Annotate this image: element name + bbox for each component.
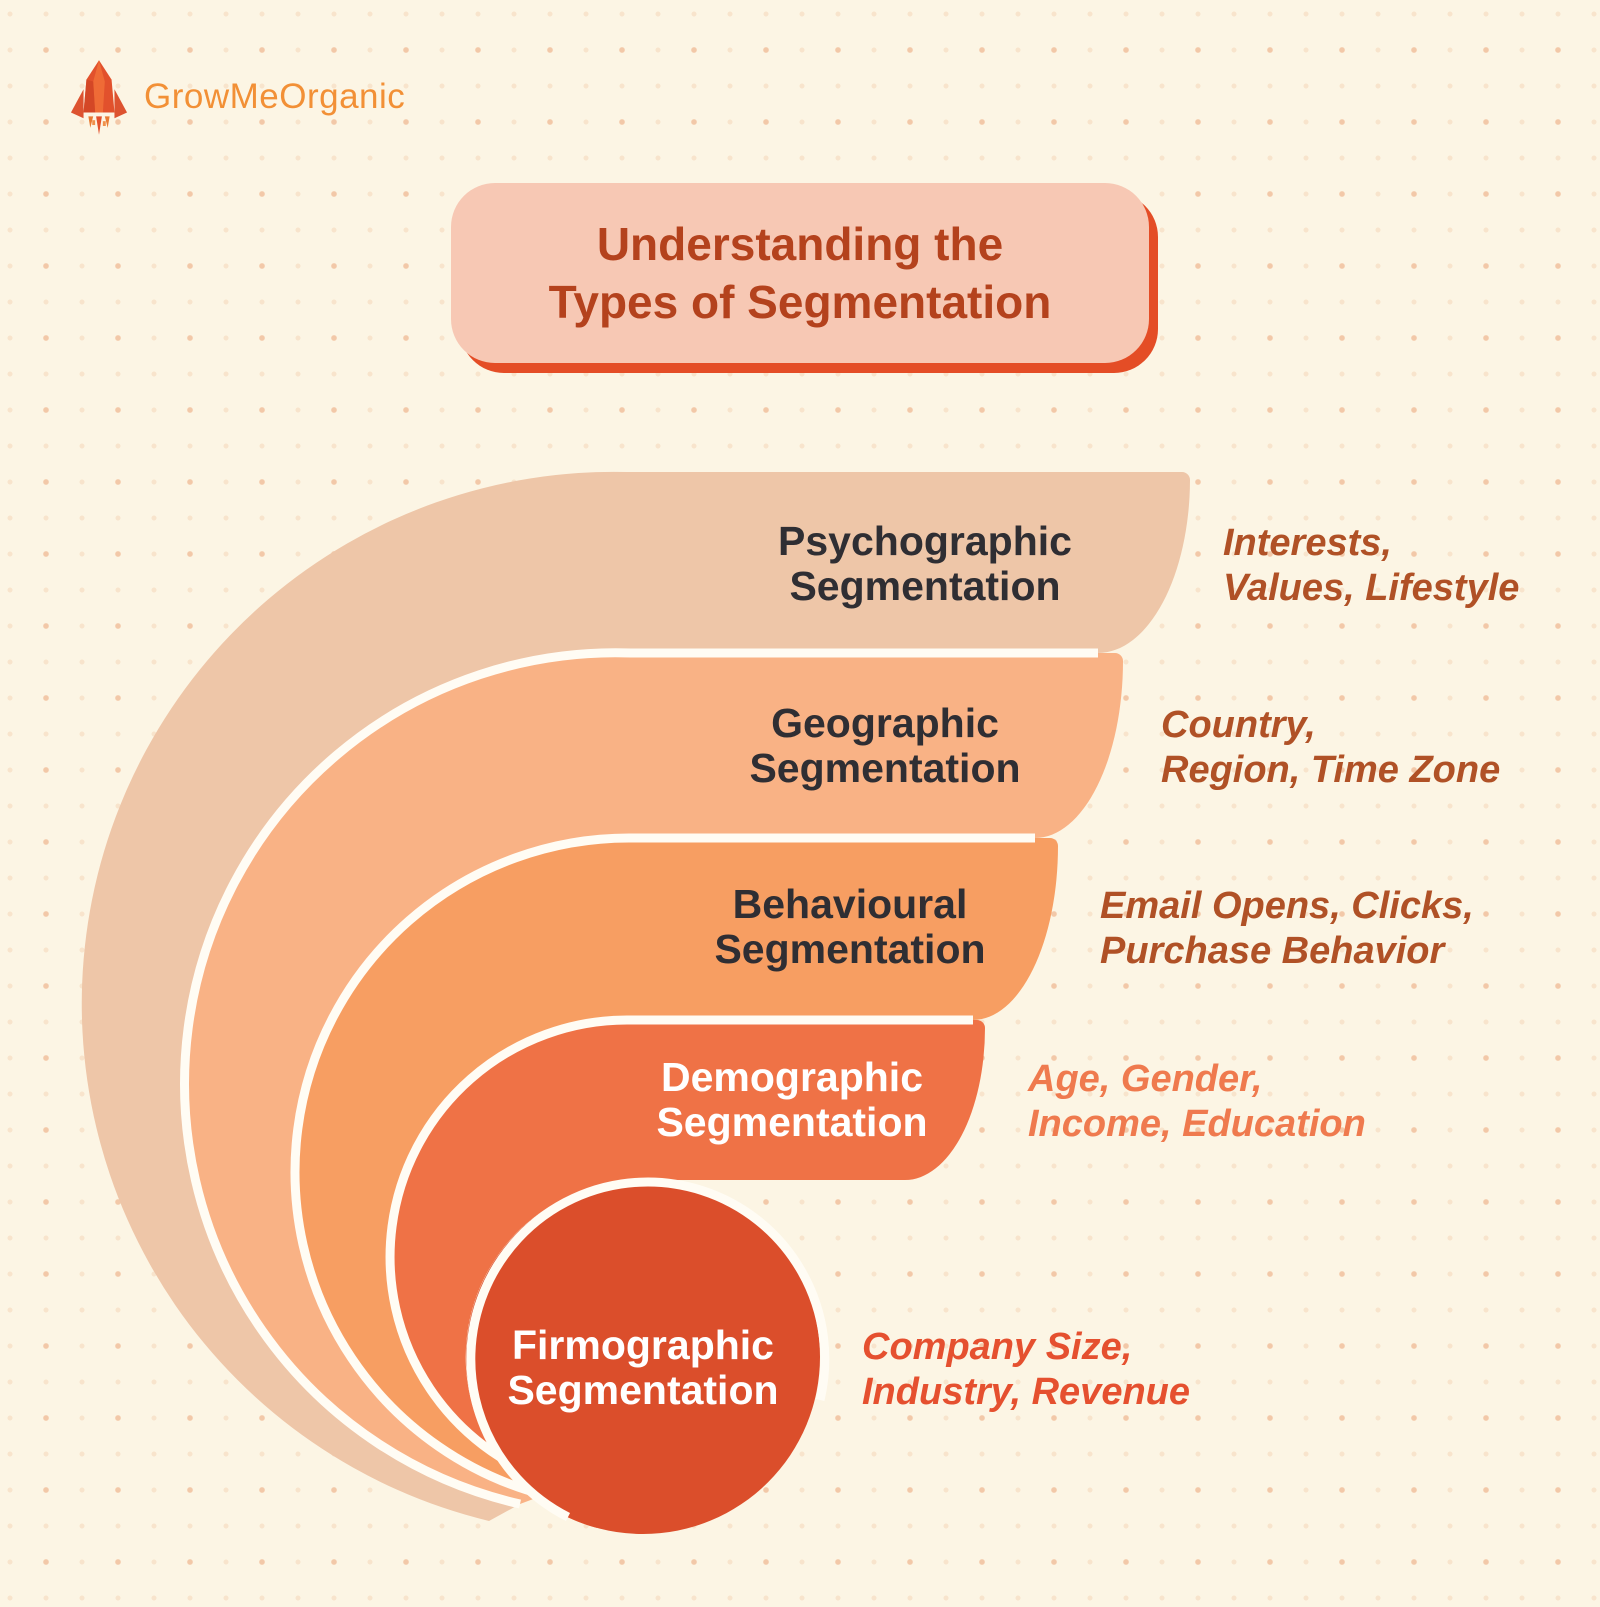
segment-examples-demographic-line2: Income, Education — [1028, 1103, 1366, 1145]
segment-examples-psychographic-line1: Interests, — [1223, 522, 1392, 564]
segment-examples-psychographic-line2: Values, Lifestyle — [1223, 567, 1519, 609]
divider-psychographic-geographic — [180, 648, 1098, 1509]
segment-examples-geographic-line1: Country, — [1161, 704, 1316, 746]
segment-name-geographic-line1: Geographic — [771, 700, 999, 746]
page-title-line1: Understanding the — [596, 218, 1004, 270]
divider-demographic-firmographic — [466, 1177, 830, 1522]
segment-examples-firmographic-line2: Industry, Revenue — [862, 1371, 1190, 1413]
segment-name-firmographic-line2: Segmentation — [507, 1367, 778, 1413]
segment-examples-behavioural-line2: Purchase Behavior — [1100, 930, 1446, 972]
band-firmographic — [466, 1180, 820, 1534]
segment-name-behavioural-line2: Segmentation — [714, 926, 985, 972]
divider-geographic-behavioural — [290, 833, 1035, 1500]
band-demographic — [390, 1020, 985, 1528]
segment-examples-behavioural-line1: Email Opens, Clicks, — [1100, 885, 1474, 927]
segment-examples-firmographic-line1: Company Size, — [862, 1326, 1132, 1368]
page-title-line2: Types of Segmentation — [548, 276, 1052, 328]
segment-name-firmographic-line1: Firmographic — [512, 1322, 774, 1368]
segment-name-psychographic-line1: Psychographic — [778, 518, 1072, 564]
segment-name-psychographic-line2: Segmentation — [789, 563, 1060, 609]
segment-examples-geographic-line2: Region, Time Zone — [1161, 749, 1500, 791]
band-geographic — [184, 652, 1123, 1504]
brand-logo: GrowMeOrganic — [70, 58, 405, 136]
rocket-icon — [70, 60, 128, 135]
segment-name-behavioural-line1: Behavioural — [733, 881, 968, 927]
title-card: Understanding the Types of Segmentation — [451, 183, 1149, 363]
band-behavioural — [295, 837, 1058, 1495]
divider-behavioural-demographic — [385, 1015, 973, 1491]
segment-examples-demographic-line1: Age, Gender, — [1027, 1058, 1262, 1100]
segment-name-demographic-line1: Demographic — [661, 1054, 923, 1100]
segment-name-geographic-line2: Segmentation — [749, 745, 1020, 791]
brand-name: GrowMeOrganic — [144, 77, 406, 116]
segment-name-demographic-line2: Segmentation — [656, 1099, 927, 1145]
